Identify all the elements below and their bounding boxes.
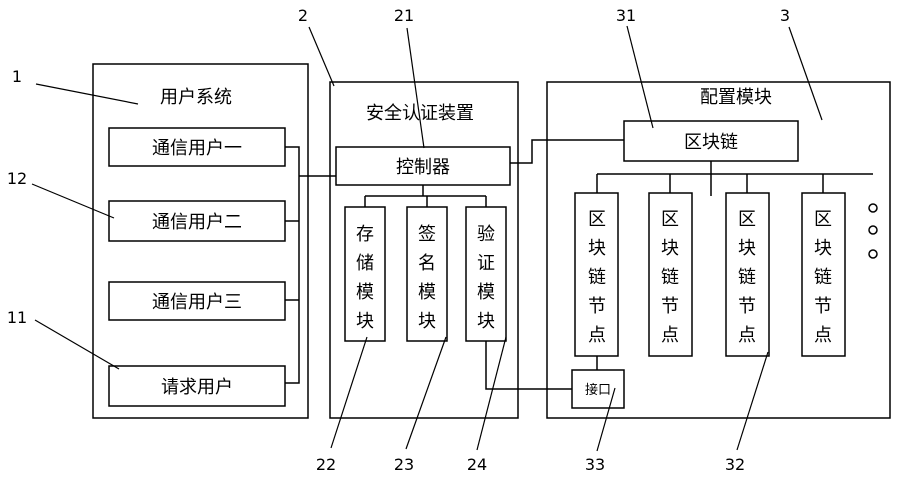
module-char: 块 xyxy=(477,311,495,332)
node-char: 块 xyxy=(588,238,606,259)
module-char: 证 xyxy=(477,253,495,274)
interface-label: 接口 xyxy=(585,382,611,398)
module-char: 名 xyxy=(418,253,436,274)
user-system-title: 用户系统 xyxy=(160,87,232,108)
user-box-label: 通信用户一 xyxy=(152,138,242,159)
request-user-box: 请求用户 xyxy=(109,366,285,406)
user-box-label: 请求用户 xyxy=(161,377,233,398)
interface-box: 接口 xyxy=(572,370,624,408)
node-char: 链 xyxy=(814,267,832,288)
module-char: 储 xyxy=(356,253,374,274)
node-char: 节 xyxy=(814,296,832,317)
blockchain-node-box: 区 块 链 节 点 xyxy=(802,193,845,356)
blockchain-node-box: 区 块 链 节 点 xyxy=(575,193,618,356)
node-char: 节 xyxy=(661,296,679,317)
node-char: 区 xyxy=(738,209,756,230)
controller-label: 控制器 xyxy=(396,157,450,178)
node-char: 链 xyxy=(738,267,756,288)
node-char: 链 xyxy=(661,267,679,288)
leader-2 xyxy=(309,27,334,86)
node-char: 块 xyxy=(814,238,832,259)
module-char: 存 xyxy=(356,224,374,245)
ref-1: 1 xyxy=(12,67,22,86)
ref-23: 23 xyxy=(394,455,414,474)
module-char: 块 xyxy=(418,311,436,332)
node-char: 点 xyxy=(814,325,832,346)
module-char: 模 xyxy=(477,282,495,303)
ref-24: 24 xyxy=(467,455,487,474)
blockchain-label: 区块链 xyxy=(684,132,738,153)
blockchain-box: 区块链 xyxy=(624,121,798,161)
verification-module-box: 验 证 模 块 xyxy=(466,207,506,341)
blockchain-node-box: 区 块 链 节 点 xyxy=(649,193,692,356)
ref-32: 32 xyxy=(725,455,745,474)
user-box-2: 通信用户二 xyxy=(109,201,285,241)
controller-box: 控制器 xyxy=(336,147,510,185)
signature-module-box: 签 名 模 块 xyxy=(407,207,447,341)
ref-3: 3 xyxy=(780,6,790,25)
module-char: 块 xyxy=(356,311,374,332)
ref-21: 21 xyxy=(394,6,414,25)
user-box-label: 通信用户二 xyxy=(152,212,242,233)
node-char: 块 xyxy=(661,238,679,259)
ref-33: 33 xyxy=(585,455,605,474)
node-char: 点 xyxy=(738,325,756,346)
module-char: 模 xyxy=(418,282,436,303)
user-box-3: 通信用户三 xyxy=(109,282,285,320)
node-char: 点 xyxy=(661,325,679,346)
user-box-1: 通信用户一 xyxy=(109,128,285,166)
node-char: 点 xyxy=(588,325,606,346)
ref-12: 12 xyxy=(7,169,27,188)
node-char: 区 xyxy=(814,209,832,230)
node-char: 区 xyxy=(661,209,679,230)
node-char: 区 xyxy=(588,209,606,230)
module-char: 验 xyxy=(477,224,495,245)
node-char: 节 xyxy=(738,296,756,317)
node-char: 节 xyxy=(588,296,606,317)
module-char: 模 xyxy=(356,282,374,303)
blockchain-node-box: 区 块 链 节 点 xyxy=(726,193,769,356)
storage-module-box: 存 储 模 块 xyxy=(345,207,385,341)
module-char: 签 xyxy=(418,224,436,245)
ref-31: 31 xyxy=(616,6,636,25)
user-box-label: 通信用户三 xyxy=(152,292,242,313)
ref-22: 22 xyxy=(316,455,336,474)
node-char: 链 xyxy=(588,267,606,288)
config-module-title: 配置模块 xyxy=(700,87,772,108)
node-char: 块 xyxy=(738,238,756,259)
ref-2: 2 xyxy=(298,6,308,25)
ref-11: 11 xyxy=(7,308,27,327)
